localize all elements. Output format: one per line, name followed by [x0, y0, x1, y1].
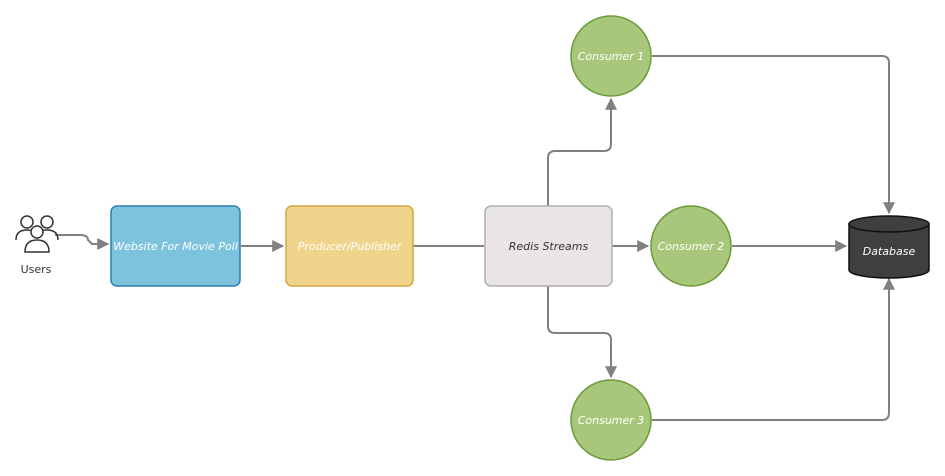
consumer-3-node[interactable]: Consumer 3	[570, 379, 652, 461]
users-icon	[15, 215, 59, 253]
website-node[interactable]: Website For Movie Poll	[110, 205, 241, 287]
database-node[interactable]: Database	[848, 215, 930, 279]
consumer-2-node[interactable]: Consumer 2	[650, 205, 732, 287]
redis-box	[484, 205, 613, 287]
database-label: Database	[863, 245, 916, 258]
users-node[interactable]: Users	[15, 215, 59, 276]
consumer-1-circle	[570, 15, 652, 97]
consumer-1-label: Consumer 1	[578, 50, 645, 63]
redis-streams-node[interactable]: Redis Streams	[484, 205, 613, 287]
edge-consumer3-database	[652, 277, 895, 421]
consumer-3-circle	[570, 379, 652, 461]
users-label: Users	[21, 263, 52, 276]
edge-users-website	[55, 234, 110, 250]
producer-box	[285, 205, 414, 287]
database-cylinder-icon	[848, 215, 930, 279]
edge-redis-consumer1	[547, 97, 617, 206]
edges	[55, 55, 895, 421]
producer-node[interactable]: Producer/Publisher	[285, 205, 414, 287]
consumer-2-circle	[650, 205, 732, 287]
edge-redis-consumer3	[547, 286, 617, 379]
consumer-1-node[interactable]: Consumer 1	[570, 15, 652, 97]
consumer-2-label: Consumer 2	[658, 240, 725, 253]
producer-label: Producer/Publisher	[298, 240, 403, 253]
website-box	[110, 205, 241, 287]
website-label: Website For Movie Poll	[113, 240, 238, 253]
edge-consumer1-database	[652, 55, 895, 215]
redis-label: Redis Streams	[509, 240, 589, 253]
consumer-3-label: Consumer 3	[578, 414, 645, 427]
